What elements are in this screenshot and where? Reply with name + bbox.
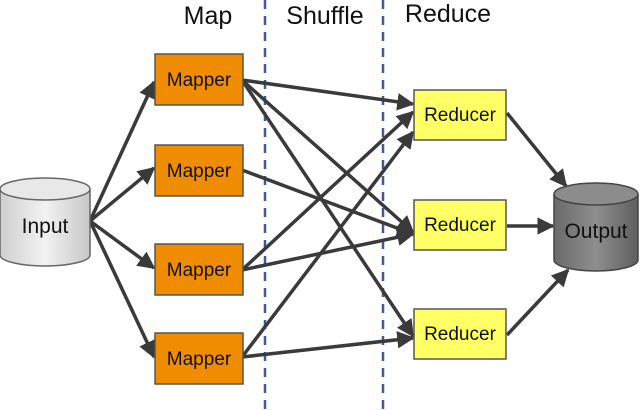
phase-reduce-label: Reduce bbox=[405, 0, 491, 28]
mapper-box-3: Mapper bbox=[154, 243, 244, 296]
mapper-label: Mapper bbox=[167, 161, 232, 182]
output-datastore: Output bbox=[553, 182, 639, 272]
mapper-label: Mapper bbox=[167, 349, 232, 370]
mapper-label: Mapper bbox=[167, 70, 232, 91]
reducer-label: Reducer bbox=[424, 105, 496, 126]
arrow-mapper4-reducer1 bbox=[240, 130, 415, 359]
mapper-box-1-rect bbox=[154, 53, 244, 106]
arrow-mapper3-reducer2 bbox=[241, 228, 415, 272]
reducer-label: Reducer bbox=[424, 215, 496, 236]
input-datastore: Input bbox=[0, 177, 91, 267]
arrow-mapper1-reducer3 bbox=[240, 79, 415, 338]
shuffle-arrows bbox=[240, 78, 415, 359]
arrow-mapper1-reducer1 bbox=[241, 78, 415, 111]
arrow-input-mapper-2 bbox=[88, 166, 156, 223]
phase-shuffle-label: Shuffle bbox=[286, 2, 363, 30]
reducer-box-2: Reducer bbox=[413, 199, 507, 251]
phase-map-label: Map bbox=[184, 2, 233, 30]
arrow-mapper4-reducer3 bbox=[241, 331, 415, 359]
arrow-reducer3-output bbox=[505, 268, 570, 337]
arrow-reducer1-output bbox=[505, 111, 568, 188]
reducer-box-3: Reducer bbox=[413, 308, 507, 360]
arrow-mapper2-reducer2 bbox=[241, 168, 415, 237]
input-cylinder-body bbox=[0, 189, 91, 267]
input-label: Input bbox=[22, 215, 69, 238]
mapper-box-4: Mapper bbox=[154, 332, 244, 385]
arrow-mapper1-reducer2 bbox=[240, 78, 415, 234]
arrow-mapper3-reducer1 bbox=[240, 110, 415, 272]
arrow-input-mapper-4 bbox=[88, 220, 156, 359]
reducer-box-2-rect bbox=[413, 199, 507, 251]
arrow-input-mapper-1 bbox=[88, 80, 156, 222]
mapper-box-4-rect bbox=[154, 332, 244, 385]
mapper-label: Mapper bbox=[167, 260, 232, 281]
reducer-label: Reducer bbox=[424, 324, 496, 345]
output-cylinder-top bbox=[553, 182, 639, 206]
mapper-box-3-rect bbox=[154, 243, 244, 296]
reducer-box-1: Reducer bbox=[413, 89, 507, 141]
mapper-box-1: Mapper bbox=[154, 53, 244, 106]
arrow-input-mapper-3 bbox=[88, 219, 156, 270]
input-arrows bbox=[88, 80, 156, 359]
reducer-box-1-rect bbox=[413, 89, 507, 141]
mapper-box-2: Mapper bbox=[154, 144, 244, 197]
mapper-box-2-rect bbox=[154, 144, 244, 197]
output-label: Output bbox=[564, 220, 627, 243]
input-cylinder-top bbox=[0, 177, 91, 201]
output-arrows bbox=[505, 111, 570, 337]
reducer-box-3-rect bbox=[413, 308, 507, 360]
output-cylinder-body bbox=[553, 194, 639, 272]
